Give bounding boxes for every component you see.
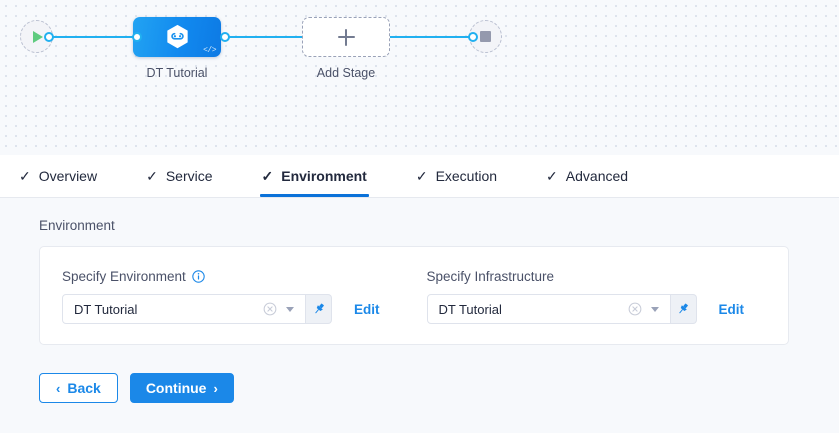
pipeline-canvas[interactable]: </> DT Tutorial Add Stage	[0, 0, 839, 155]
specify-infrastructure-label: Specify Infrastructure	[426, 269, 555, 284]
tab-service[interactable]: ✓ Service	[146, 155, 229, 197]
tab-advanced-label: Advanced	[565, 168, 629, 184]
start-node-port[interactable]	[44, 32, 54, 42]
specify-environment-group: Specify Environment DT Tutorial	[62, 269, 380, 324]
stage-tabs: ✓ Overview ✓ Service ✓ Environment ✓ Exe…	[0, 155, 839, 198]
stop-icon	[480, 31, 491, 42]
check-icon: ✓	[415, 168, 428, 184]
stage-node-label: DT Tutorial	[146, 66, 208, 80]
chevron-down-icon[interactable]	[650, 306, 659, 312]
environment-panel: Environment Specify Environment DT Tutor…	[0, 198, 839, 433]
specify-infrastructure-edit-link[interactable]: Edit	[718, 301, 745, 317]
specify-environment-row: DT Tutorial E	[62, 294, 380, 324]
tab-overview[interactable]: ✓ Overview	[19, 155, 114, 197]
tab-environment-label: Environment	[281, 168, 367, 184]
plus-icon	[337, 28, 355, 46]
specify-infrastructure-group: Specify Infrastructure DT Tutorial	[426, 269, 745, 324]
tab-service-label: Service	[165, 168, 213, 184]
code-badge-icon: </>	[203, 46, 216, 55]
check-icon: ✓	[19, 168, 31, 184]
harness-hexagon-icon	[166, 24, 188, 49]
chevron-left-icon: ‹	[56, 380, 61, 396]
edge-stage-to-addstage	[224, 36, 302, 38]
stage-node-input-port[interactable]	[132, 32, 142, 42]
tab-advanced[interactable]: ✓ Advanced	[546, 155, 645, 197]
continue-button-label: Continue	[145, 380, 207, 396]
stage-node-output-port[interactable]	[220, 32, 230, 42]
end-node-port[interactable]	[468, 32, 478, 42]
tab-execution-label: Execution	[435, 168, 498, 184]
section-title: Environment	[39, 218, 115, 233]
back-button[interactable]: ‹ Back	[39, 373, 118, 403]
pin-icon	[679, 303, 688, 314]
specify-environment-pin-button[interactable]	[306, 294, 332, 324]
add-stage-label: Add Stage	[316, 66, 376, 80]
check-icon: ✓	[146, 168, 158, 184]
environment-card: Specify Environment DT Tutorial	[39, 246, 789, 345]
pin-icon	[314, 303, 324, 314]
specify-environment-select[interactable]: DT Tutorial	[62, 294, 306, 324]
specify-environment-label-row: Specify Environment	[62, 269, 380, 284]
play-icon	[33, 30, 43, 43]
specify-infrastructure-label-row: Specify Infrastructure	[427, 269, 745, 284]
tab-environment[interactable]: ✓ Environment	[259, 155, 384, 197]
add-stage-button[interactable]	[302, 17, 390, 57]
clear-circle-icon[interactable]	[628, 302, 642, 316]
edge-addstage-to-end	[390, 36, 472, 38]
info-icon[interactable]	[192, 270, 205, 283]
specify-infrastructure-row: DT Tutorial E	[426, 294, 745, 324]
check-icon: ✓	[546, 168, 558, 184]
back-button-label: Back	[67, 380, 101, 396]
specify-infrastructure-select[interactable]: DT Tutorial	[426, 294, 671, 324]
specify-environment-edit-link[interactable]: Edit	[354, 301, 380, 317]
wizard-footer: ‹ Back Continue ›	[39, 373, 839, 403]
stage-node-dt-tutorial[interactable]: </>	[133, 17, 221, 57]
specify-infrastructure-value: DT Tutorial	[438, 301, 502, 317]
specify-environment-value: DT Tutorial	[74, 301, 138, 317]
specify-infrastructure-pin-button[interactable]	[670, 294, 697, 324]
chevron-down-icon[interactable]	[286, 306, 294, 312]
tab-overview-label: Overview	[38, 168, 98, 184]
specify-environment-label: Specify Environment	[62, 269, 186, 284]
clear-circle-icon[interactable]	[263, 302, 277, 316]
edge-start-to-stage	[44, 36, 136, 38]
check-icon: ✓	[261, 168, 274, 184]
continue-button[interactable]: Continue ›	[129, 373, 234, 403]
tab-execution[interactable]: ✓ Execution	[416, 155, 514, 197]
chevron-right-icon: ›	[213, 380, 218, 396]
